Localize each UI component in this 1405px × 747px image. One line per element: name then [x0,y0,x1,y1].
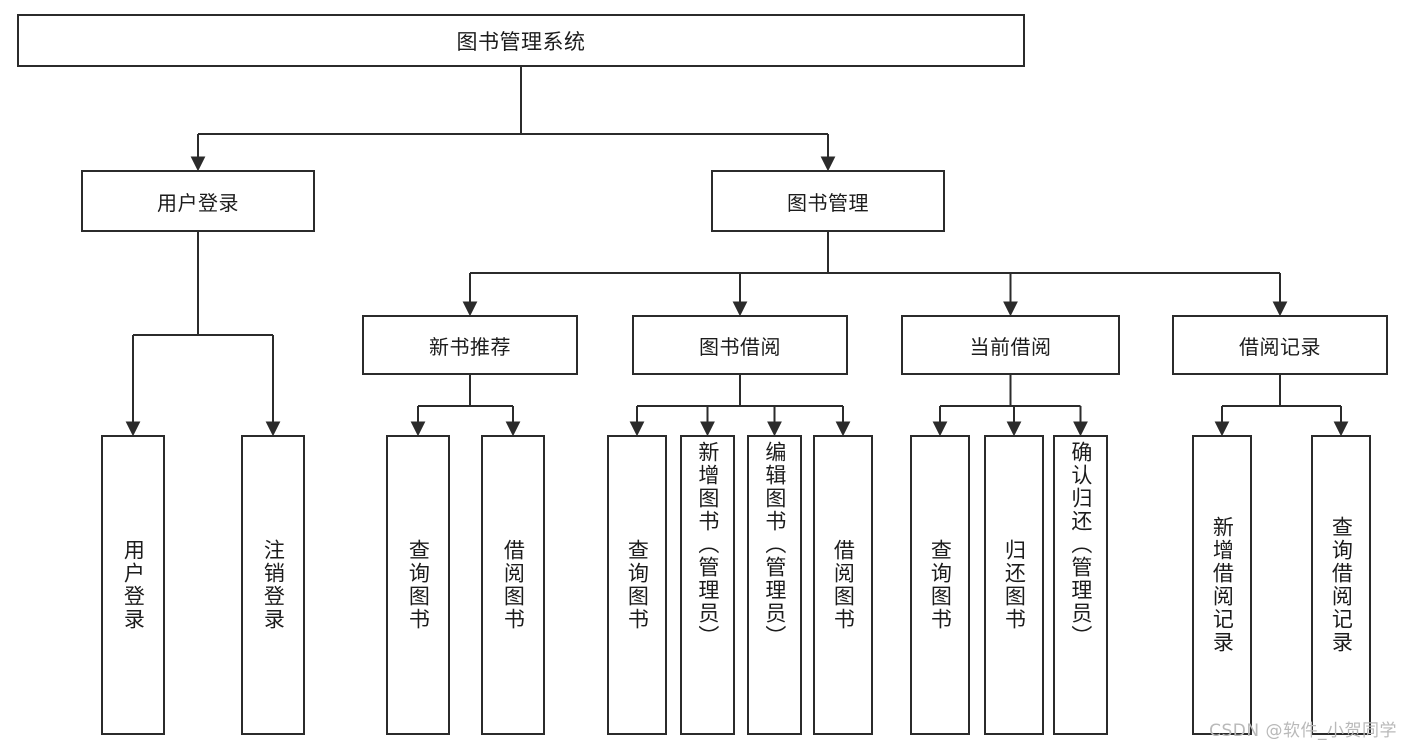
node-label: 查询图书 [928,539,953,631]
node-label: 借阅图书 [831,539,856,631]
node-current[interactable]: 当前借阅 [901,315,1120,375]
node-l_addrec[interactable]: 新增借阅记录 [1192,435,1252,735]
node-label: 用户登录 [121,539,146,631]
node-label: 查询图书 [625,539,650,631]
node-login[interactable]: 用户登录 [81,170,315,232]
node-l_edit[interactable]: 编辑图书（管理员） [747,435,802,735]
node-label: 查询图书 [406,539,431,631]
node-label: 归还图书 [1002,539,1027,631]
node-l_q1[interactable]: 查询图书 [386,435,450,735]
node-label: 新书推荐 [429,334,511,359]
node-label: 借阅图书 [501,539,526,631]
node-l_q2[interactable]: 查询图书 [607,435,667,735]
watermark-text: CSDN @软件_小贺同学 [1209,721,1397,741]
node-l_login[interactable]: 用户登录 [101,435,165,735]
node-label: 用户登录 [157,190,239,215]
node-l_confirm[interactable]: 确认归还（管理员） [1053,435,1108,735]
node-label: 新增图书（管理员） [695,441,720,648]
node-l_add[interactable]: 新增图书（管理员） [680,435,735,735]
node-l_b2[interactable]: 借阅图书 [813,435,873,735]
node-bookmgmt[interactable]: 图书管理 [711,170,945,232]
node-label: 注销登录 [261,539,286,631]
node-l_qrec[interactable]: 查询借阅记录 [1311,435,1371,735]
node-borrow[interactable]: 图书借阅 [632,315,848,375]
node-l_return[interactable]: 归还图书 [984,435,1044,735]
node-l_logout[interactable]: 注销登录 [241,435,305,735]
node-records[interactable]: 借阅记录 [1172,315,1388,375]
node-root[interactable]: 图书管理系统 [17,14,1025,67]
node-label: 当前借阅 [969,334,1052,359]
node-l_q3[interactable]: 查询图书 [910,435,970,735]
node-label: 图书借阅 [699,334,781,359]
node-newbook[interactable]: 新书推荐 [362,315,578,375]
node-label: 新增借阅记录 [1210,516,1235,654]
node-label: 图书管理系统 [456,29,586,54]
node-l_b1[interactable]: 借阅图书 [481,435,545,735]
node-label: 图书管理 [787,190,869,215]
node-label: 查询借阅记录 [1329,516,1354,654]
node-label: 编辑图书（管理员） [762,441,787,648]
node-label: 借阅记录 [1239,334,1321,359]
node-label: 确认归还（管理员） [1068,441,1093,648]
